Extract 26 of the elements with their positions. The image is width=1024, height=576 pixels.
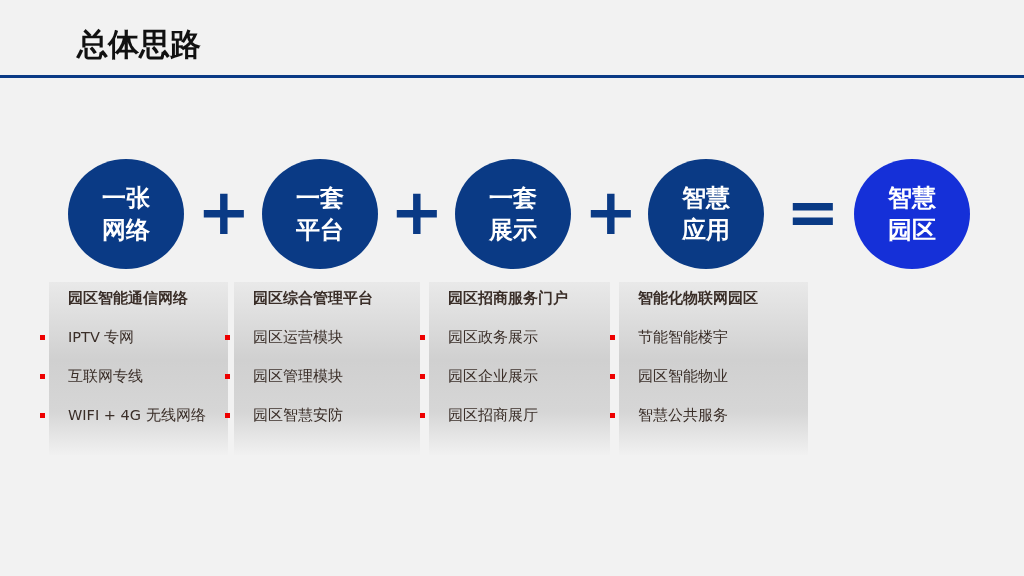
slide-title: 总体思路 — [77, 25, 201, 64]
panel-heading: 园区招商服务门户 — [448, 288, 568, 308]
operator-sign: + — [197, 180, 245, 244]
panel-heading: 园区智能通信网络 — [68, 288, 188, 308]
circle-label: 智慧应用 — [681, 183, 731, 246]
panel-heading: 智能化物联网园区 — [638, 288, 758, 308]
list-item: WIFI + 4G 无线网络 — [68, 406, 206, 425]
list-item: IPTV 专网 — [68, 328, 135, 347]
list-item: 园区智慧安防 — [253, 406, 343, 425]
list-item: 智慧公共服务 — [638, 406, 728, 425]
panel-heading: 园区综合管理平台 — [253, 288, 373, 308]
list-item: 园区政务展示 — [448, 328, 538, 347]
operator-sign: + — [584, 180, 632, 244]
list-item: 园区企业展示 — [448, 367, 538, 386]
list-item: 节能智能楼宇 — [638, 328, 728, 347]
circle-label: 智慧园区 — [887, 183, 937, 246]
list-item: 园区招商展厅 — [448, 406, 538, 425]
circle-label: 一张网络 — [101, 183, 151, 246]
circle-label: 一套平台 — [295, 183, 345, 246]
list-item: 园区管理模块 — [253, 367, 343, 386]
list-item: 园区智能物业 — [638, 367, 728, 386]
list-item: 互联网专线 — [68, 367, 143, 386]
operator-sign: = — [786, 180, 834, 244]
circle-label: 一套展示 — [488, 183, 538, 246]
operator-sign: + — [390, 180, 438, 244]
list-item: 园区运营模块 — [253, 328, 343, 347]
